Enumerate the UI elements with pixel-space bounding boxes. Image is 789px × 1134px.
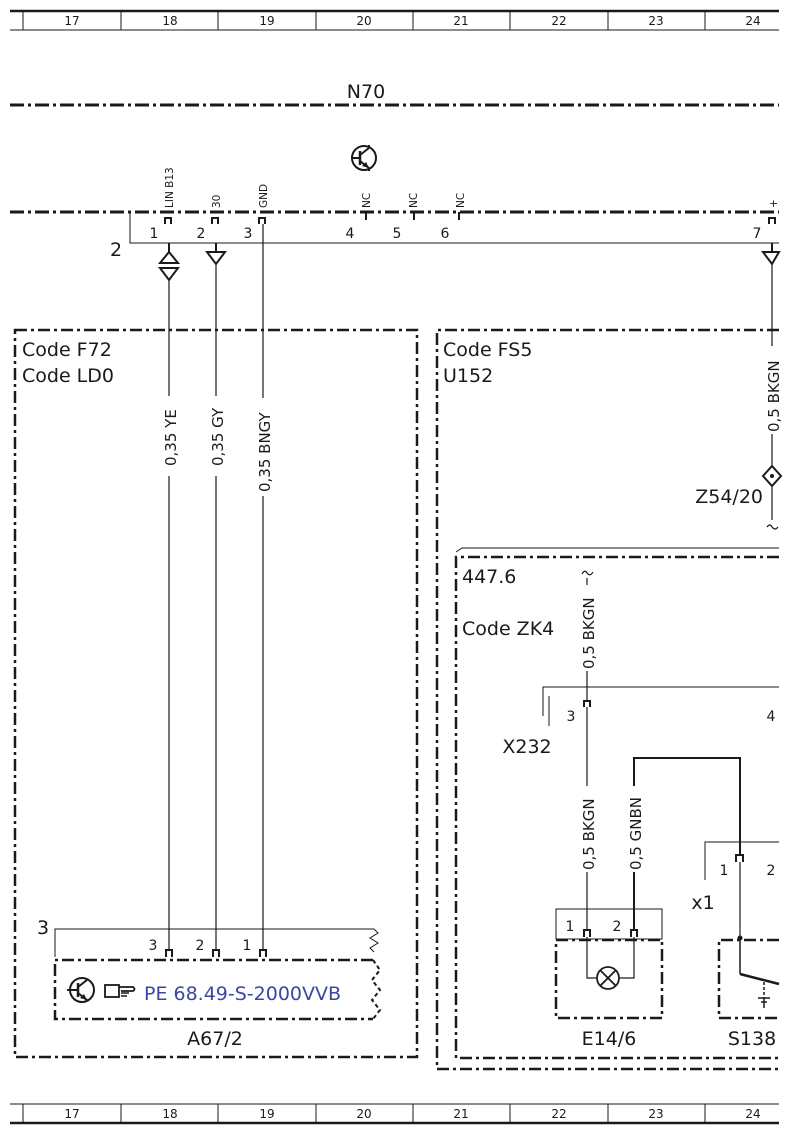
wire-gnbn[interactable]: 0,5 GNBN — [623, 757, 741, 930]
pin-number: 7 — [753, 226, 762, 242]
column-number: 23 — [648, 1107, 663, 1121]
box-title: Code F72 — [22, 339, 112, 361]
output-arrow-icon — [205, 243, 227, 266]
connector-label: 2 — [110, 239, 122, 261]
box-447-6[interactable]: 447.6 Code ZK4 — [454, 547, 779, 1060]
wire-bngy[interactable]: 0,35 BNGY — [252, 224, 274, 950]
pin-signal: NC — [361, 193, 373, 208]
wire-label: 0,35 YE — [162, 409, 180, 466]
component-e14-6[interactable]: 1 2 E14/6 — [554, 908, 664, 1050]
wire-label: 0,5 GNBN — [627, 797, 645, 870]
control-unit-n70[interactable]: N70 — [10, 81, 779, 214]
connector-name: x1 — [691, 892, 714, 914]
pin-signal: GND — [258, 184, 270, 208]
pin-number: 3 — [567, 709, 576, 725]
pin-signal: NC — [455, 193, 467, 208]
top-column-ruler: 17 18 19 20 21 22 23 24 — [10, 9, 779, 31]
pin-signal: 30 — [211, 195, 223, 208]
column-number: 17 — [64, 1107, 79, 1121]
pin-number: 1 — [150, 226, 159, 242]
control-unit-name: N70 — [347, 81, 385, 103]
lamp-icon — [596, 966, 620, 990]
pin-number: 1 — [720, 863, 729, 879]
column-number: 17 — [64, 14, 79, 28]
column-number: 24 — [745, 1107, 760, 1121]
column-number: 21 — [453, 1107, 468, 1121]
pin-number: 2 — [613, 919, 622, 935]
column-number: 22 — [551, 14, 566, 28]
connector-2[interactable]: 2 1 2 3 4 5 6 7 LIN B13 30 GND NC NC NC … — [110, 167, 780, 261]
component-s138[interactable]: S138 — [717, 935, 780, 1051]
bidirectional-signal-icon — [157, 243, 181, 282]
wire-bkgn-mid[interactable]: 0,5 BKGN — [576, 570, 598, 700]
component-name: E14/6 — [582, 1028, 637, 1050]
wire-label: 0,35 GY — [209, 407, 227, 466]
column-number: 18 — [162, 14, 177, 28]
pin-number: 2 — [767, 863, 776, 879]
column-number: 24 — [745, 14, 760, 28]
column-number: 21 — [453, 14, 468, 28]
column-number: 18 — [162, 1107, 177, 1121]
box-subtitle: Code LD0 — [22, 365, 114, 387]
column-number: 19 — [259, 14, 274, 28]
column-number: 22 — [551, 1107, 566, 1121]
column-number: 23 — [648, 14, 663, 28]
pin-number: 1 — [243, 938, 252, 954]
box-code-fs5[interactable]: Code FS5 U152 — [435, 328, 779, 1071]
pin-number: 4 — [346, 226, 355, 242]
pin-signal: NC — [408, 193, 420, 208]
pin-signal: LIN B13 — [164, 167, 176, 208]
connector-x232[interactable]: 3 4 X232 — [502, 686, 779, 758]
wire-label: 0,5 BKGN — [765, 360, 783, 432]
switch-icon — [737, 935, 780, 1008]
splice-z54-20[interactable]: Z54/20 — [695, 464, 783, 508]
pointing-hand-icon[interactable] — [104, 984, 136, 998]
reference-link[interactable]: PE 68.49-S-2000VVB — [144, 983, 341, 1005]
pin-number: 6 — [441, 226, 450, 242]
component-name: S138 — [728, 1028, 776, 1050]
transistor-icon — [67, 977, 95, 1003]
column-number: 19 — [259, 1107, 274, 1121]
pin-number: 4 — [767, 709, 776, 725]
box-subtitle: U152 — [443, 365, 493, 387]
bottom-column-ruler: 17 18 19 20 21 22 23 24 — [10, 1103, 779, 1125]
box-title: Code FS5 — [443, 339, 532, 361]
component-name: A67/2 — [187, 1028, 243, 1050]
pin-number: 5 — [393, 226, 402, 242]
pin-number: 2 — [197, 226, 206, 242]
connector-label: 3 — [37, 917, 49, 939]
pin-number: 1 — [566, 919, 575, 935]
pin-number: 3 — [149, 938, 158, 954]
connector-3[interactable]: 3 3 2 1 — [37, 917, 379, 957]
transistor-icon — [351, 145, 377, 171]
wire-label: 0,35 BNGY — [256, 411, 274, 492]
wire-gy[interactable]: 0,35 GY — [205, 264, 227, 950]
pin-number: 2 — [196, 938, 205, 954]
connector-name: X232 — [502, 736, 551, 758]
wire-bkgn-top[interactable]: 0,5 BKGN — [761, 264, 783, 530]
connector-x1[interactable]: 1 2 x1 — [691, 841, 779, 938]
pin-number: 3 — [244, 226, 253, 242]
wire-label: 0,5 BKGN — [580, 597, 598, 669]
component-a67-2[interactable]: PE 68.49-S-2000VVB A67/2 — [53, 958, 382, 1050]
box-title: 447.6 — [462, 566, 516, 588]
wire-label: 0,5 BKGN — [580, 798, 598, 870]
column-number: 20 — [356, 14, 371, 28]
splice-name: Z54/20 — [695, 486, 763, 508]
column-number: 20 — [356, 1107, 371, 1121]
output-arrow-icon — [761, 243, 781, 266]
wire-bkgn-low[interactable]: 0,5 BKGN — [576, 707, 598, 930]
box-subtitle: Code ZK4 — [462, 618, 554, 640]
wire-ye[interactable]: 0,35 YE — [158, 280, 180, 950]
pin-signal: + — [768, 199, 780, 208]
